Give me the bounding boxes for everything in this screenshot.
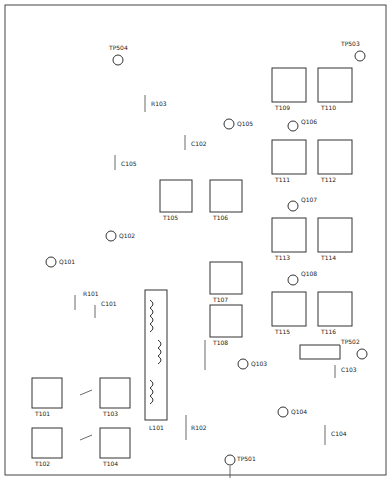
part-label: Q104 bbox=[290, 408, 308, 415]
part-label: R102 bbox=[190, 424, 208, 431]
filter-block bbox=[145, 290, 340, 420]
part-label: C102 bbox=[190, 140, 208, 147]
part-label: C104 bbox=[330, 430, 348, 437]
part-label: T102 bbox=[34, 460, 51, 467]
part-label: Q108 bbox=[300, 270, 318, 277]
part-label: Q105 bbox=[236, 120, 254, 127]
part-label: TP501 bbox=[236, 455, 257, 462]
component-marks bbox=[75, 95, 335, 478]
part-label: T103 bbox=[102, 410, 119, 417]
part-label: T101 bbox=[34, 410, 51, 417]
transformer-cans bbox=[32, 68, 352, 458]
part-label: Q107 bbox=[300, 196, 318, 203]
part-label: T113 bbox=[274, 254, 291, 261]
part-label: R103 bbox=[150, 100, 168, 107]
part-label: R101 bbox=[82, 290, 100, 297]
board-outline bbox=[5, 5, 386, 475]
part-label: T112 bbox=[320, 176, 337, 183]
part-label: T111 bbox=[274, 176, 291, 183]
part-label: C105 bbox=[120, 160, 138, 167]
part-label: T106 bbox=[212, 214, 229, 221]
part-label: T114 bbox=[320, 254, 337, 261]
part-label: TP503 bbox=[340, 40, 361, 47]
transistor-symbols bbox=[46, 51, 367, 465]
part-label: C101 bbox=[100, 300, 118, 307]
part-label: T104 bbox=[102, 460, 119, 467]
part-label: T115 bbox=[274, 328, 291, 335]
part-label: TP502 bbox=[340, 338, 361, 345]
part-label: L101 bbox=[148, 424, 165, 431]
part-label: T110 bbox=[320, 104, 337, 111]
part-label: T109 bbox=[274, 104, 291, 111]
part-label: Q101 bbox=[58, 258, 76, 265]
part-label: C103 bbox=[340, 366, 358, 373]
part-label: TP504 bbox=[108, 44, 129, 51]
part-label: T108 bbox=[212, 339, 229, 346]
part-label: T107 bbox=[212, 296, 229, 303]
part-label: Q106 bbox=[300, 118, 318, 125]
part-label: T116 bbox=[320, 328, 337, 335]
part-label: Q102 bbox=[118, 232, 136, 239]
part-label: Q103 bbox=[250, 360, 268, 367]
part-label: T105 bbox=[162, 214, 179, 221]
